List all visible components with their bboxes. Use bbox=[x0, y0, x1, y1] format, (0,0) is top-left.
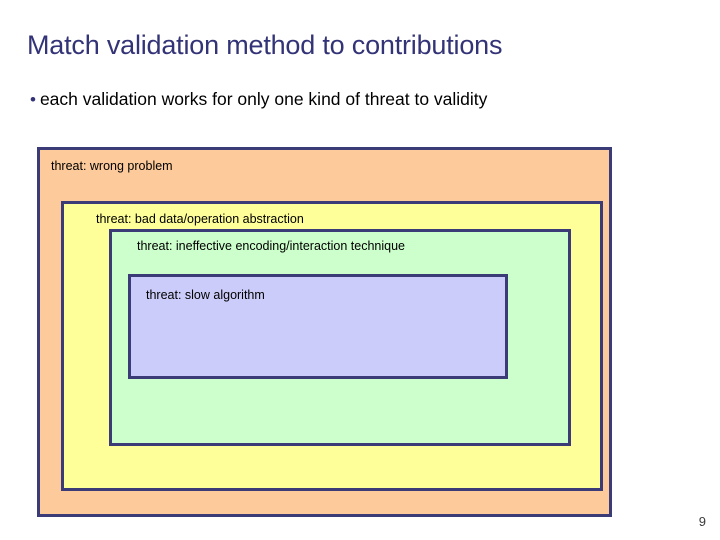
threat-box-bad-abstraction: threat: bad data/operation abstraction t… bbox=[61, 201, 603, 491]
threat-box-slow-algorithm: threat: slow algorithm bbox=[128, 274, 508, 379]
page-title: Match validation method to contributions bbox=[27, 30, 503, 60]
bullet-item: •each validation works for only one kind… bbox=[30, 88, 700, 111]
threat-box-wrong-problem: threat: wrong problem threat: bad data/o… bbox=[37, 147, 612, 517]
threat-box-label-bad-abstraction: threat: bad data/operation abstraction bbox=[96, 212, 304, 226]
page-number: 9 bbox=[698, 514, 706, 529]
bullet-marker-icon: • bbox=[30, 90, 36, 109]
threat-box-label-slow-algorithm: threat: slow algorithm bbox=[146, 288, 265, 302]
bullet-item-label: each validation works for only one kind … bbox=[39, 89, 488, 109]
threat-box-label-wrong-problem: threat: wrong problem bbox=[51, 159, 173, 173]
threat-box-ineffective-encoding: threat: ineffective encoding/interaction… bbox=[109, 229, 571, 446]
threat-box-label-ineffective-encoding: threat: ineffective encoding/interaction… bbox=[137, 239, 406, 253]
